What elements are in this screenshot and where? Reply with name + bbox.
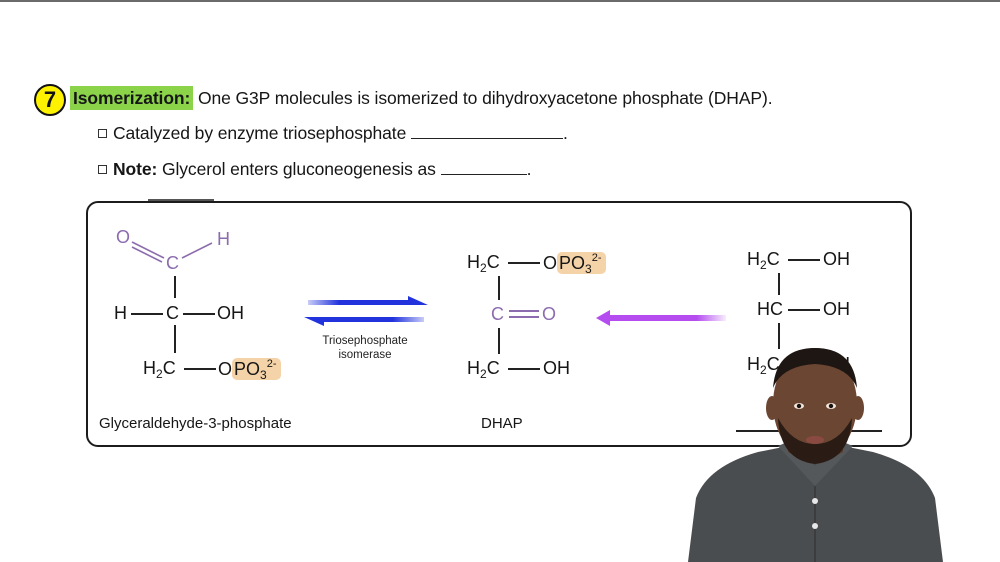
glycerol-mid-hc: HC — [757, 299, 783, 319]
bond — [508, 368, 540, 370]
g3p-middle-h: H — [114, 303, 127, 323]
bond — [131, 313, 163, 315]
g3p-aldehyde-o: O — [116, 227, 131, 247]
dhap-keto-o: O — [542, 304, 557, 324]
heading-label: Isomerization: — [70, 86, 194, 110]
phosphate-highlight: PO32- — [232, 358, 281, 382]
double-bond — [509, 316, 539, 318]
bond — [778, 323, 780, 349]
bond — [184, 368, 216, 370]
bond — [174, 276, 176, 298]
fill-blank — [410, 124, 563, 139]
bullet-suffix: . — [562, 123, 568, 143]
dhap-bottom-oh: OH — [543, 358, 570, 378]
g3p-middle-c: C — [166, 303, 179, 323]
glycerol-top-oh: OH — [823, 249, 850, 269]
bullet-text: Glycerol enters gluconeogenesis as — [161, 159, 436, 179]
bond — [788, 259, 820, 261]
glycerol-mid-oh: OH — [823, 299, 850, 319]
phosphate-highlight: PO32- — [557, 252, 606, 276]
checkbox-icon — [98, 129, 107, 138]
presenter-video — [688, 348, 943, 562]
g3p-aldehyde-h: H — [217, 229, 230, 249]
g3p-label: Glyceraldehyde-3-phosphate — [99, 415, 292, 432]
dhap-bottom-h2c: H2C — [467, 358, 500, 381]
checkbox-icon — [98, 165, 107, 174]
bond — [788, 309, 820, 311]
note-label: Note: — [113, 159, 158, 179]
bond — [183, 313, 215, 315]
glycerol-bottom-h2c: H2C — [747, 354, 780, 377]
bullet-catalyzed: Catalyzed by enzyme triosephosphate . — [98, 123, 568, 144]
bond — [778, 273, 780, 295]
bond — [498, 328, 500, 354]
dhap-top-h2c: H2C — [467, 252, 500, 275]
bond — [498, 276, 500, 300]
top-border — [0, 0, 1000, 2]
g3p-middle-oh: OH — [217, 303, 244, 323]
bullet-note: Note: Glycerol enters gluconeogenesis as… — [98, 159, 531, 180]
g3p-bottom-h2c: H2C — [143, 358, 176, 381]
double-bond-icon — [131, 241, 165, 263]
double-bond — [509, 310, 539, 312]
heading-text: One G3P molecules is isomerized to dihyd… — [198, 88, 773, 108]
fill-blank — [440, 160, 527, 175]
bullet-suffix: . — [526, 159, 532, 179]
dhap-keto-c: C — [491, 304, 504, 324]
enzyme-label: Triosephosphate isomerase — [322, 335, 408, 361]
bond — [508, 262, 540, 264]
single-bond-icon — [181, 242, 213, 259]
bond — [174, 325, 176, 353]
equilibrium-arrows-icon — [304, 296, 428, 326]
heading-line: Isomerization: One G3P molecules is isom… — [70, 86, 773, 110]
dhap-label: DHAP — [481, 415, 523, 432]
bullet-text: Catalyzed by enzyme triosephosphate — [113, 123, 407, 143]
glycerol-top-h2c: H2C — [747, 249, 780, 272]
panel-tab-stub — [148, 199, 214, 201]
g3p-aldehyde-c: C — [166, 253, 179, 273]
step-number-badge: 7 — [34, 84, 66, 116]
glycerol-arrow-icon — [596, 310, 726, 326]
